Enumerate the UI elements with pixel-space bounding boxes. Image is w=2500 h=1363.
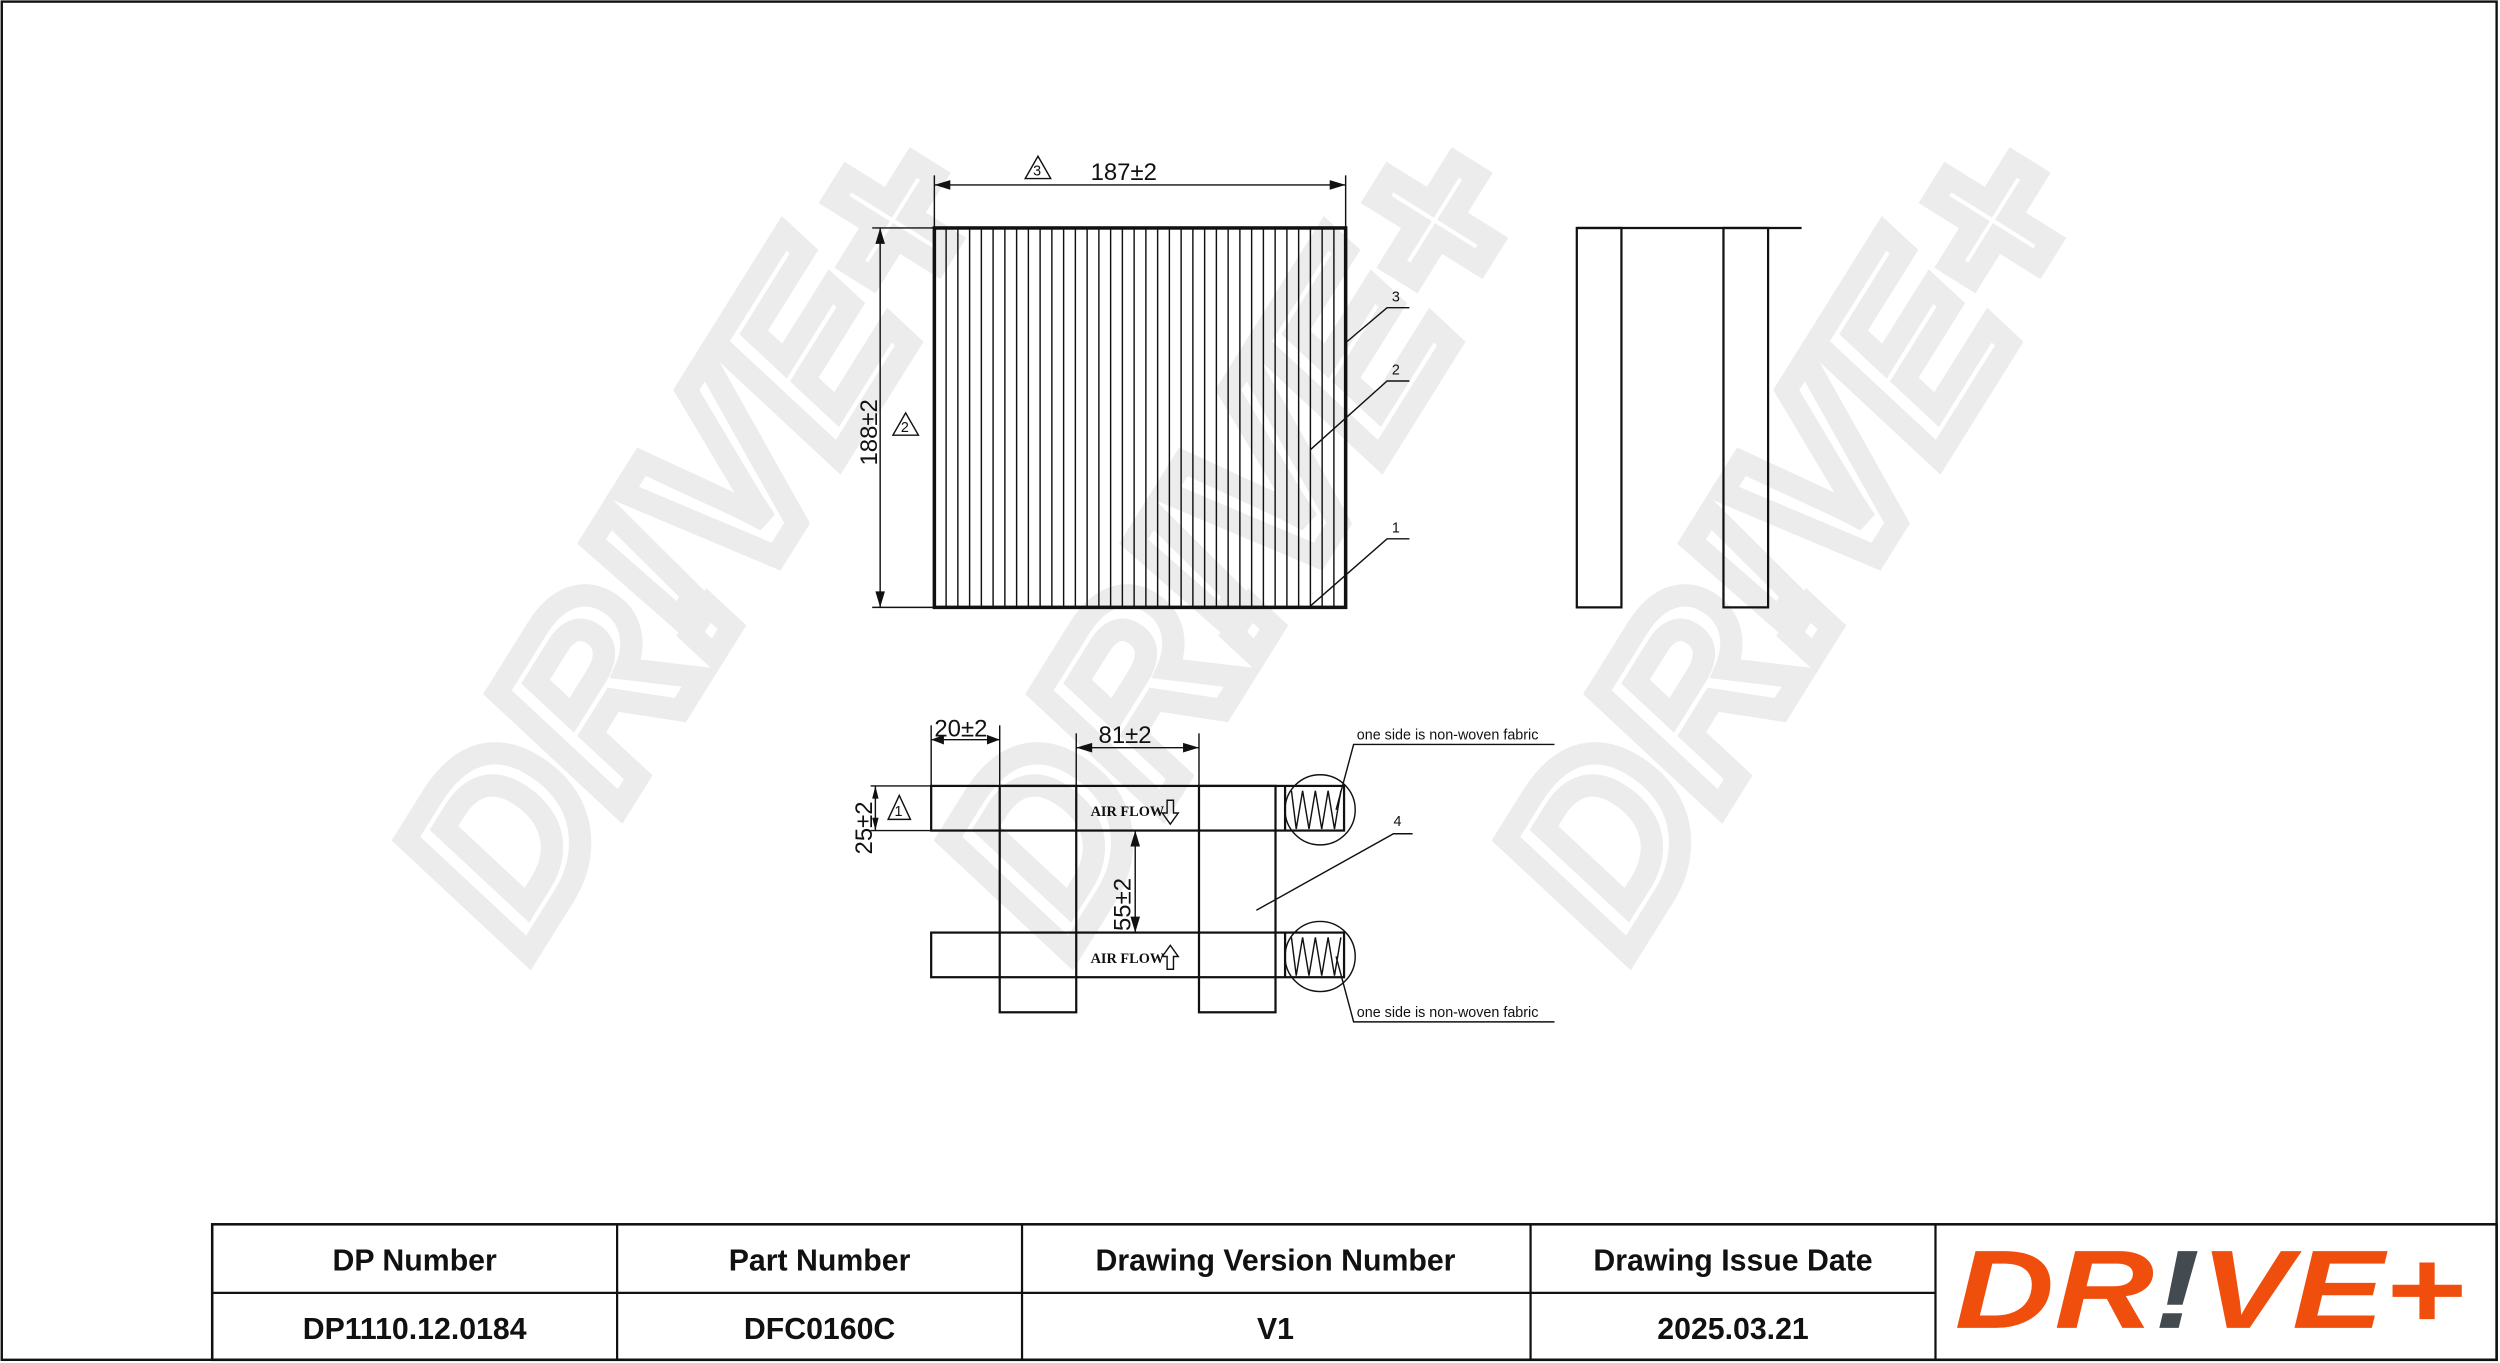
drive-logo: DR!VE+ bbox=[1955, 1227, 2465, 1352]
header-dp-number: DP Number bbox=[333, 1245, 497, 1278]
issue-date-value: 2025.03.21 bbox=[1657, 1313, 1808, 1346]
fabric-detail-circle-top bbox=[1284, 774, 1356, 846]
svg-text:2: 2 bbox=[901, 420, 909, 436]
dp-number-value: DP1110.12.0184 bbox=[303, 1313, 527, 1346]
svg-text:2: 2 bbox=[1392, 363, 1400, 379]
title-block: DP Number Part Number Drawing Version Nu… bbox=[210, 1223, 2498, 1362]
note-triangle-icon: 2 bbox=[891, 411, 920, 436]
header-part-number: Part Number bbox=[729, 1245, 911, 1278]
front-view: 187±2 3 188±2 2 3 2 1 bbox=[856, 154, 1410, 610]
filter-pleats bbox=[945, 227, 1335, 608]
header-issue-date: Drawing Issue Date bbox=[1593, 1245, 1872, 1278]
part-number-value: DFC0160C bbox=[744, 1313, 896, 1346]
fabric-note-bottom: one side is non-woven fabric bbox=[1357, 1005, 1539, 1021]
arrow-down-icon bbox=[1160, 799, 1180, 826]
thickness-dimension: 25±2 bbox=[851, 801, 878, 854]
svg-text:1: 1 bbox=[895, 804, 903, 820]
airflow-label-bottom: AIR FLOW bbox=[1091, 951, 1165, 967]
arrow-up-icon bbox=[1160, 944, 1180, 970]
width-dimension: 187±2 bbox=[1091, 159, 1157, 186]
strip-width-dimension: 20±2 bbox=[934, 715, 987, 742]
side-frame-right bbox=[1722, 226, 1770, 609]
fabric-detail-circle-bottom bbox=[1284, 920, 1356, 993]
callout-1: 1 bbox=[1310, 520, 1410, 607]
header-drawing-version: Drawing Version Number bbox=[1096, 1245, 1456, 1278]
side-view bbox=[1575, 226, 1802, 609]
callout-4: 4 bbox=[1393, 814, 1401, 830]
svg-text:3: 3 bbox=[1033, 163, 1041, 179]
svg-text:3: 3 bbox=[1392, 289, 1400, 305]
height-dimension: 188±2 bbox=[856, 399, 883, 465]
note-triangle-icon: 1 bbox=[887, 793, 912, 820]
airflow-label-top: AIR FLOW bbox=[1091, 804, 1165, 820]
drawing-version-value: V1 bbox=[1257, 1313, 1294, 1346]
side-frame-left bbox=[1575, 226, 1623, 609]
note-triangle-icon: 3 bbox=[1023, 154, 1052, 179]
callout-3: 3 bbox=[1345, 289, 1410, 344]
callout-2: 2 bbox=[1310, 363, 1410, 451]
gap-width-dimension: 81±2 bbox=[1099, 722, 1152, 749]
spacing-dimension: 55±2 bbox=[1109, 878, 1136, 931]
fabric-note-top: one side is non-woven fabric bbox=[1357, 728, 1539, 744]
section-view: 20±2 81±2 25±2 1 55±2 AIR FLOW AIR FLOW bbox=[851, 715, 1555, 1023]
svg-text:1: 1 bbox=[1392, 520, 1400, 536]
